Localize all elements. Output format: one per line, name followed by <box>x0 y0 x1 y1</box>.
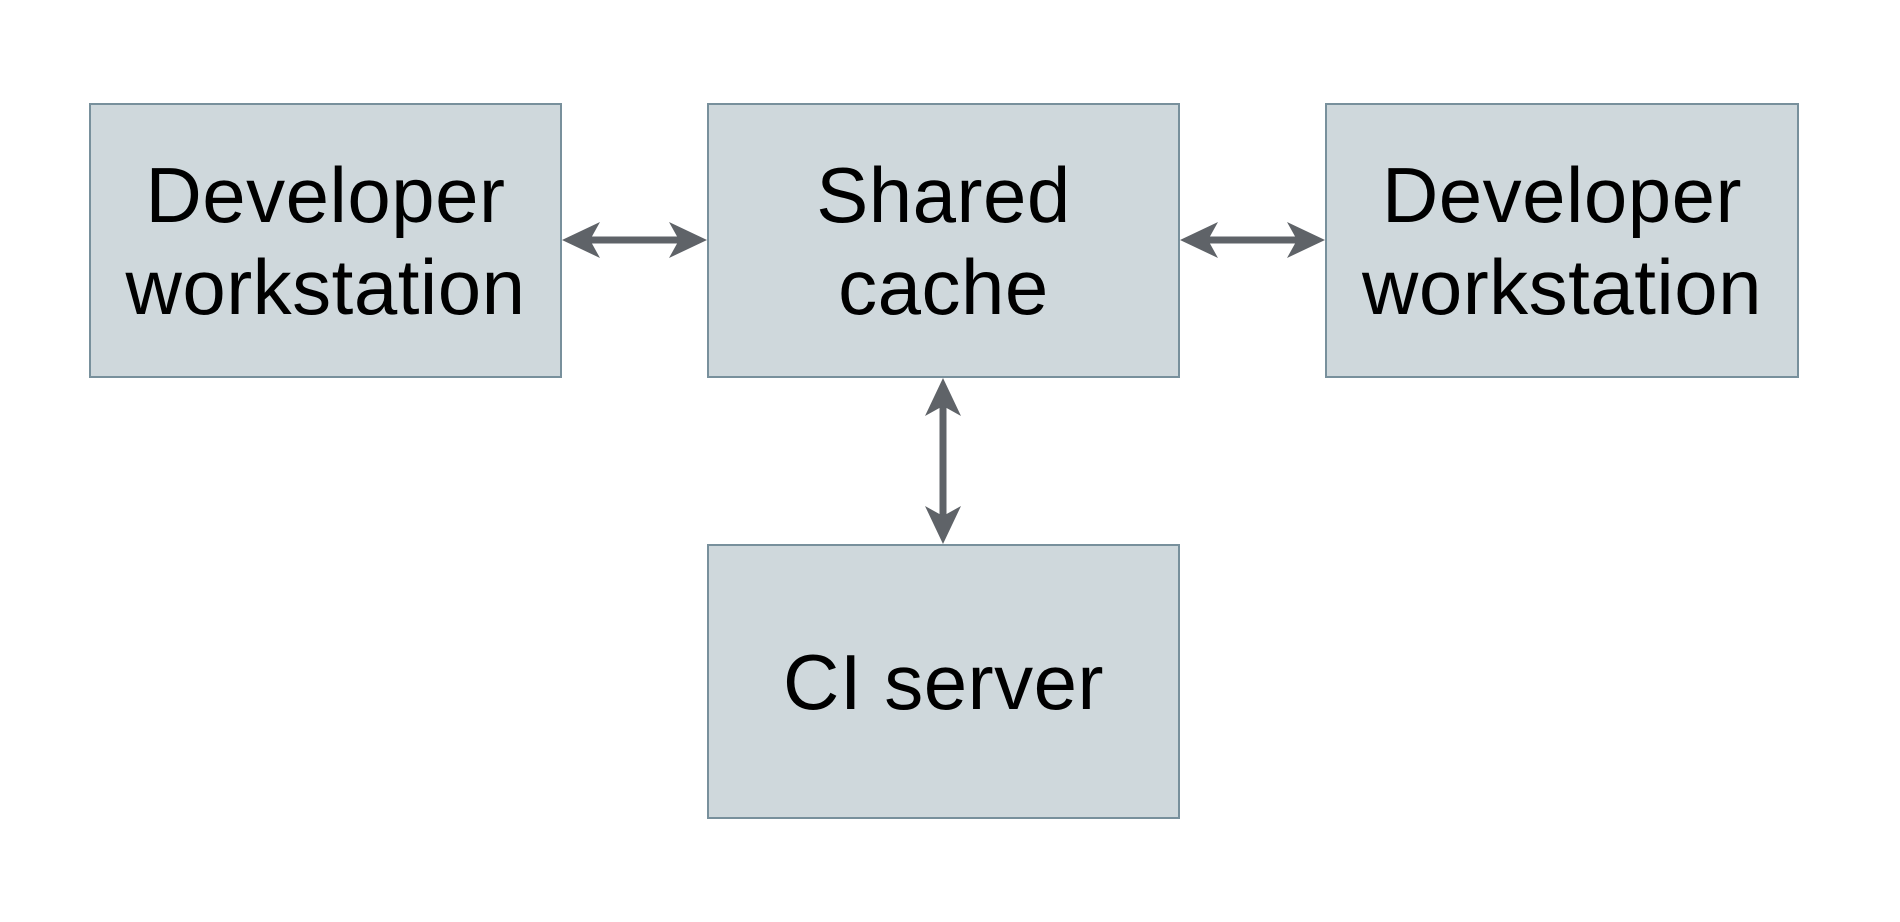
node-label-developer-workstation-right: Developer workstation <box>1362 150 1762 331</box>
node-label-developer-workstation-left: Developer workstation <box>125 150 526 331</box>
double-arrow-devleft-sharedcache-icon <box>562 222 707 258</box>
node-label-shared-cache: Shared cache <box>816 150 1071 331</box>
node-developer-workstation-left: Developer workstation <box>89 103 562 378</box>
node-ci-server: CI server <box>707 544 1180 819</box>
double-arrow-sharedcache-devright-icon <box>1180 222 1325 258</box>
double-arrow-sharedcache-ciserver-icon <box>925 378 961 544</box>
node-developer-workstation-right: Developer workstation <box>1325 103 1799 378</box>
node-shared-cache: Shared cache <box>707 103 1180 378</box>
node-label-ci-server: CI server <box>783 637 1104 726</box>
